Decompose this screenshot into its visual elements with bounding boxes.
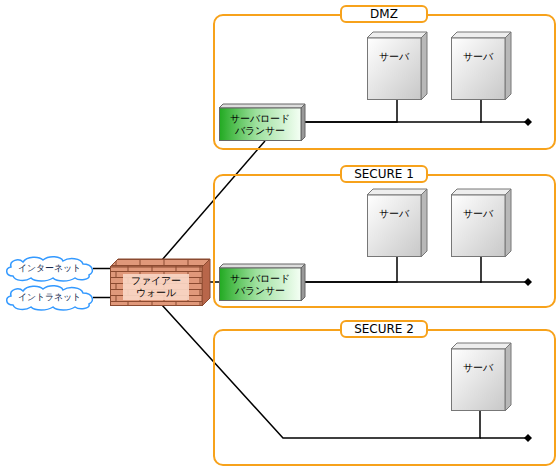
label-line: サーバロード バランサー bbox=[227, 113, 293, 137]
label-line: サーバロード バランサー bbox=[227, 273, 293, 297]
server-outline bbox=[451, 189, 511, 257]
network-link bbox=[93, 268, 110, 270]
node-label: サーバ bbox=[451, 357, 505, 379]
label-line: サーバ bbox=[463, 362, 493, 374]
server-box: サーバ bbox=[451, 32, 511, 100]
network-zone: DMZサーバサーバサーバロード バランサー bbox=[213, 14, 556, 150]
label-line: ファイアー ウォール bbox=[123, 274, 189, 300]
server-box: サーバ bbox=[451, 343, 511, 411]
network-link bbox=[93, 297, 110, 299]
server-box: サーバ bbox=[451, 189, 511, 257]
node-label: サーバロード バランサー bbox=[219, 268, 301, 301]
label-line: イントラネット bbox=[18, 292, 81, 303]
network-link bbox=[305, 100, 481, 122]
label-line: サーバ bbox=[379, 51, 409, 63]
node-label: イントラネット bbox=[3, 285, 95, 310]
network-link bbox=[305, 100, 397, 122]
node-label: ファイアー ウォール bbox=[110, 267, 202, 306]
network-cloud: インターネット bbox=[3, 256, 95, 281]
zone-title: DMZ bbox=[340, 5, 428, 23]
node-label: サーバ bbox=[451, 203, 505, 225]
node-label: インターネット bbox=[3, 256, 95, 281]
label-line: サーバ bbox=[379, 208, 409, 220]
node-label: サーバロード バランサー bbox=[219, 108, 301, 141]
node-label: サーバ bbox=[451, 46, 505, 68]
zone-title: SECURE 1 bbox=[340, 165, 428, 183]
node-label: サーバ bbox=[367, 203, 421, 225]
load-balancer: サーバロード バランサー bbox=[219, 104, 305, 141]
server-outline bbox=[451, 32, 511, 100]
network-link bbox=[162, 305, 480, 438]
network-zone: SECURE 1サーバサーバサーバロード バランサー bbox=[213, 174, 556, 308]
load-balancer: サーバロード バランサー bbox=[219, 264, 305, 301]
server-box: サーバ bbox=[367, 189, 427, 257]
server-outline bbox=[451, 343, 511, 411]
network-cloud: イントラネット bbox=[3, 285, 95, 310]
firewall: ファイアー ウォール bbox=[110, 259, 210, 306]
label-line: インターネット bbox=[18, 263, 81, 274]
server-outline bbox=[367, 32, 427, 100]
network-link bbox=[305, 257, 397, 282]
label-line: サーバ bbox=[463, 208, 493, 220]
node-label: サーバ bbox=[367, 46, 421, 68]
zone-title: SECURE 2 bbox=[340, 320, 428, 338]
bus-terminator bbox=[524, 118, 532, 442]
label-line: サーバ bbox=[463, 51, 493, 63]
server-box: サーバ bbox=[367, 32, 427, 100]
network-zone: SECURE 2サーバ bbox=[213, 329, 556, 466]
server-outline bbox=[367, 189, 427, 257]
network-link bbox=[305, 257, 481, 282]
